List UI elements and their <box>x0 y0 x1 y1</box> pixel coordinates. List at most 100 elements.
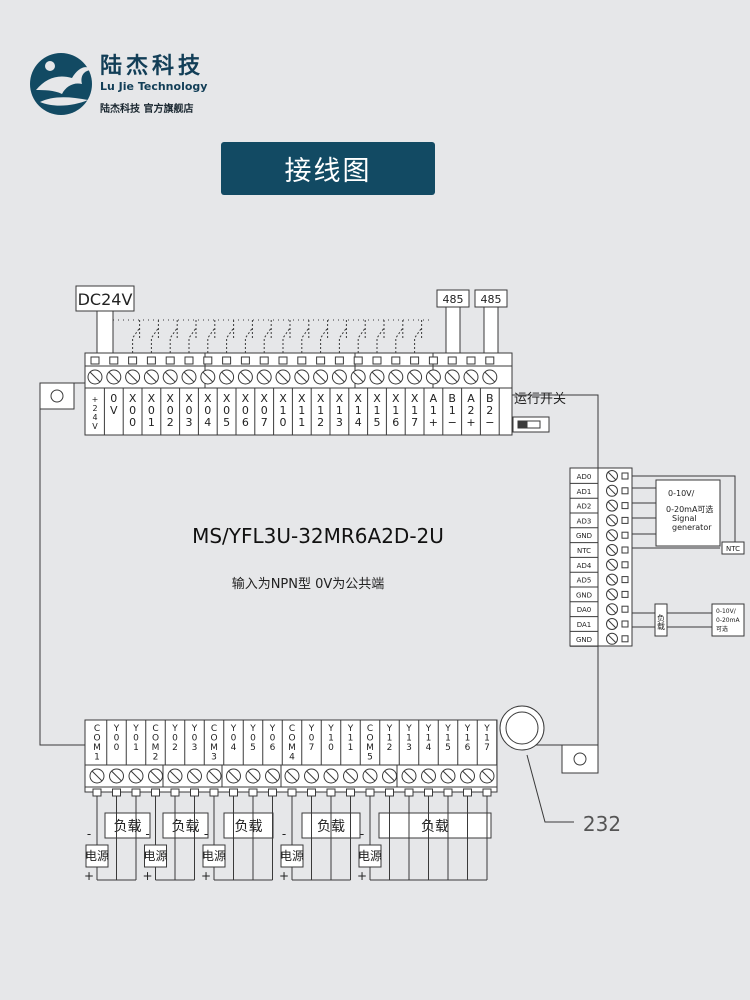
minus-sign: - <box>204 827 208 841</box>
top-terminal-label: X00 <box>129 392 137 429</box>
top-terminal-label: 0V <box>110 392 118 417</box>
top-terminal-label: X05 <box>223 392 231 429</box>
svg-text:1: 1 <box>298 416 305 429</box>
svg-text:4: 4 <box>92 413 97 422</box>
svg-text:1: 1 <box>94 753 100 763</box>
svg-text:Y: Y <box>425 724 432 734</box>
page-title: 接线图 <box>284 156 372 187</box>
minus-sign: - <box>87 827 91 841</box>
plus-sign: + <box>142 869 152 883</box>
svg-text:6: 6 <box>392 416 399 429</box>
bottom-terminal-label: Y02 <box>171 724 178 753</box>
svg-text:0: 0 <box>114 734 120 744</box>
top-terminal-label: X03 <box>185 392 193 429</box>
svg-text:0: 0 <box>250 734 256 744</box>
svg-text:6: 6 <box>465 743 471 753</box>
svg-text:7: 7 <box>261 416 268 429</box>
svg-text:1: 1 <box>317 404 324 417</box>
svg-text:Y: Y <box>230 724 237 734</box>
brand-name-cn: 陆杰科技 <box>100 54 205 79</box>
svg-text:1: 1 <box>449 404 456 417</box>
svg-text:1: 1 <box>336 404 343 417</box>
analog-terminal-label: GND <box>576 636 592 644</box>
svg-text:X: X <box>298 392 306 405</box>
svg-text:7: 7 <box>484 743 490 753</box>
top-terminal-label: X01 <box>148 392 156 429</box>
bottom-terminal-label: Y10 <box>327 724 334 753</box>
svg-text:1: 1 <box>392 404 399 417</box>
svg-text:6: 6 <box>242 416 249 429</box>
svg-text:3: 3 <box>336 416 343 429</box>
analog-terminal-label: AD0 <box>577 473 592 481</box>
svg-text:2: 2 <box>92 404 97 413</box>
svg-text:A: A <box>467 392 475 405</box>
svg-text:C: C <box>211 724 217 734</box>
top-terminal-label: X04 <box>204 392 212 429</box>
svg-text:Y: Y <box>191 724 198 734</box>
svg-text:−: − <box>485 416 494 429</box>
svg-text:X: X <box>242 392 250 405</box>
svg-text:0: 0 <box>129 416 136 429</box>
analog-terminal-label: GND <box>576 532 592 540</box>
top-terminal-label: B2− <box>485 392 494 429</box>
svg-text:O: O <box>288 734 295 744</box>
input-type-note: 输入为NPN型 0V为公共端 <box>232 576 385 592</box>
svg-text:Y: Y <box>327 724 334 734</box>
svg-text:0: 0 <box>114 743 120 753</box>
analog-terminal-label: NTC <box>577 547 591 555</box>
analog-terminal-label: GND <box>576 591 592 599</box>
svg-text:X: X <box>185 392 193 405</box>
serial-port <box>499 705 545 751</box>
svg-text:B: B <box>486 392 494 405</box>
bottom-terminal-label: Y01 <box>132 724 139 753</box>
plus-sign: + <box>279 869 289 883</box>
svg-text:0: 0 <box>192 734 198 744</box>
svg-text:0: 0 <box>133 734 139 744</box>
top-terminal-label: X16 <box>392 392 400 429</box>
mounting-hole-right <box>561 744 599 774</box>
run-switch-label: 运行开关 <box>514 392 566 407</box>
svg-text:Y: Y <box>483 724 490 734</box>
bottom-terminal-label: Y15 <box>444 724 451 753</box>
svg-text:X: X <box>166 392 174 405</box>
minus-sign: - <box>360 827 364 841</box>
model-label: MS/YFL3U-32MR6A2D-2U <box>192 524 444 548</box>
top-terminal-label: A1+ <box>429 392 438 429</box>
svg-text:1: 1 <box>298 404 305 417</box>
bottom-terminal-label: Y17 <box>483 724 490 753</box>
svg-text:M: M <box>210 743 218 753</box>
svg-text:5: 5 <box>367 753 373 763</box>
svg-text:0: 0 <box>280 416 287 429</box>
svg-text:B: B <box>448 392 456 405</box>
signal-note-1: 0-10V/ <box>668 489 695 498</box>
bottom-terminal-label: Y11 <box>347 724 354 753</box>
svg-text:1: 1 <box>355 404 362 417</box>
page-title-banner: 接线图 <box>221 142 435 195</box>
signal-generator-box <box>655 479 721 547</box>
da-option-box <box>711 603 745 637</box>
brand-name-en: Lu Jie Technology <box>100 80 208 93</box>
svg-text:0: 0 <box>231 734 237 744</box>
rs485-label-1: 485 <box>443 293 464 306</box>
svg-text:1: 1 <box>348 743 354 753</box>
svg-text:4: 4 <box>289 753 295 763</box>
svg-text:4: 4 <box>355 416 362 429</box>
svg-text:X: X <box>279 392 287 405</box>
svg-text:V: V <box>110 404 118 417</box>
svg-text:3: 3 <box>192 743 198 753</box>
svg-text:5: 5 <box>445 743 451 753</box>
svg-text:O: O <box>93 734 100 744</box>
da-load-label: 负载 <box>657 613 666 631</box>
top-terminal-block <box>84 352 513 436</box>
load-box <box>104 812 151 839</box>
load-label: 负载 <box>114 819 142 835</box>
svg-text:0: 0 <box>204 404 211 417</box>
svg-text:M: M <box>288 743 296 753</box>
rs485-label-2: 485 <box>481 293 502 306</box>
signal-note-2: 0-20mA可选 <box>666 504 713 514</box>
svg-text:2: 2 <box>387 743 393 753</box>
top-terminal-label: +24V <box>92 395 99 431</box>
